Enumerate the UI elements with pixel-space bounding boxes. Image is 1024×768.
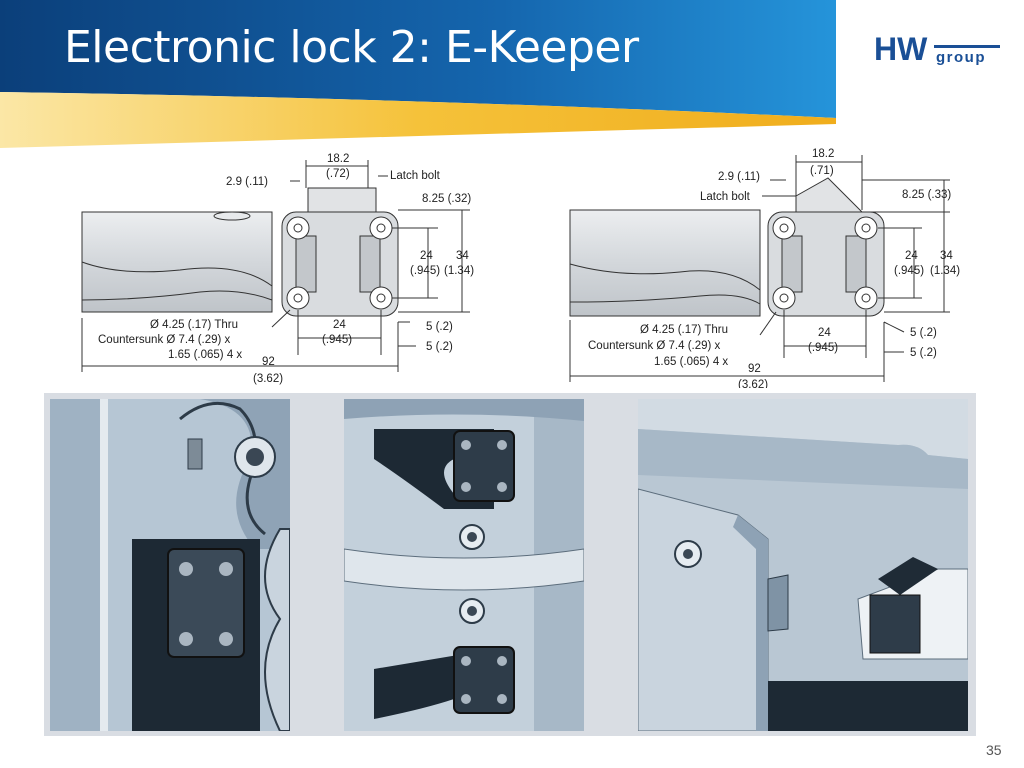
illustration-side-mount [50,399,290,731]
dim-24-h-in: (.945) [322,334,352,346]
dim-24-h: 24 [818,327,831,339]
svg-text:group: group [936,49,986,66]
latch-bolt-label: Latch bolt [390,170,441,182]
dim-24-v: 24 [905,250,918,262]
drawing-left [81,160,470,372]
drawing-left-labels: 2.9 (.11) 18.2 (.72) Latch bolt 8.25 (.3… [98,153,474,385]
drawing-right [569,155,950,382]
slide-title: Electronic lock 2: E-Keeper [64,22,639,73]
product-illustrations [44,393,976,736]
header-banner [0,0,1024,150]
page-number: 35 [986,742,1002,758]
dim-34-in: (1.34) [444,265,474,277]
illustration-dual-door [344,399,584,731]
dim-34: 34 [456,250,469,262]
hole-spec-3: 1.65 (.065) 4 x [654,356,728,368]
dim-24-v-in: (.945) [410,265,440,277]
hole-spec-1: Ø 4.25 (.17) Thru [150,319,238,331]
dim-34: 34 [940,250,953,262]
dim-5a: 5 (.2) [910,327,937,339]
hole-spec-1: Ø 4.25 (.17) Thru [640,324,728,336]
dim-18-2-in: (.72) [326,168,350,180]
dim-18-2: 18.2 [327,153,349,165]
dim-24-h-in: (.945) [808,342,838,354]
dim-92: 92 [262,356,275,368]
dimension-drawings: 2.9 (.11) 18.2 (.72) Latch bolt 8.25 (.3… [60,148,970,391]
latch-bolt-label: Latch bolt [700,191,751,203]
illustration-latch-closeup [638,399,968,731]
dim-8-25: 8.25 (.33) [902,189,951,201]
dim-92: 92 [748,363,761,375]
svg-text:HW: HW [874,31,928,67]
dim-34-in: (1.34) [930,265,960,277]
hole-spec-2: Countersunk Ø 7.4 (.29) x [98,334,231,346]
dim-92-in: (3.62) [253,373,283,385]
hwgroup-logo: HW group [874,28,1004,68]
dim-18-2-in: (.71) [810,165,834,177]
dim-24-h: 24 [333,319,346,331]
dim-24-v-in: (.945) [894,265,924,277]
dim-92-in: (3.62) [738,379,768,388]
dim-5a: 5 (.2) [426,321,453,333]
dim-5b: 5 (.2) [426,341,453,353]
dim-18-2: 18.2 [812,148,834,160]
dim-2-9: 2.9 (.11) [226,176,268,188]
dim-5b: 5 (.2) [910,347,937,359]
dim-8-25: 8.25 (.32) [422,193,471,205]
hole-spec-3: 1.65 (.065) 4 x [168,349,242,361]
dim-2-9: 2.9 (.11) [718,171,760,183]
dim-24-v: 24 [420,250,433,262]
hole-spec-2: Countersunk Ø 7.4 (.29) x [588,340,721,352]
